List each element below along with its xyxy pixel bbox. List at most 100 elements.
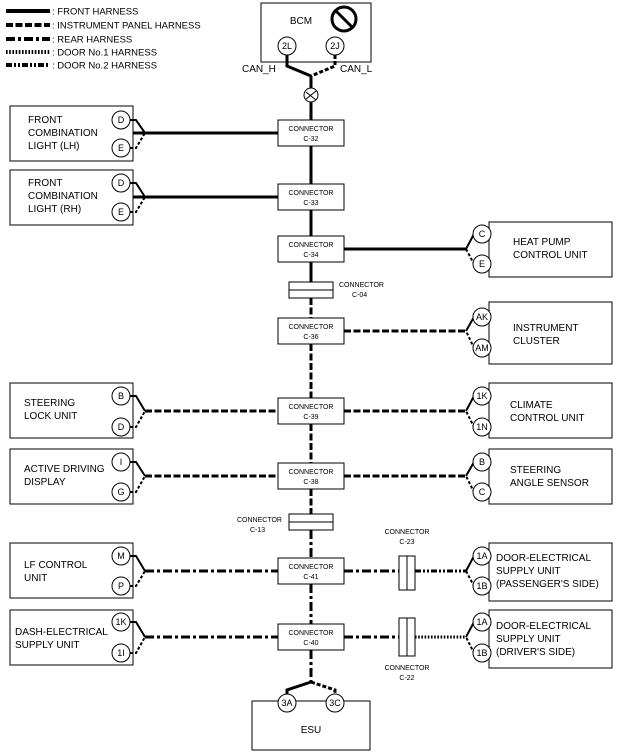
c34-word: CONNECTOR bbox=[289, 242, 334, 249]
no-entry-icon bbox=[330, 5, 358, 33]
legend-front-label: : FRONT HARNESS bbox=[52, 7, 138, 18]
flh-label-1: FRONT bbox=[28, 115, 62, 126]
dash-electrical-supply-unit-box bbox=[9, 609, 134, 666]
connector-c39 bbox=[277, 397, 345, 425]
connector-c32 bbox=[277, 119, 345, 147]
c13-word: CONNECTOR bbox=[237, 517, 282, 524]
steering-lock-unit-box bbox=[9, 382, 134, 439]
ic-pin-1: AK bbox=[476, 312, 488, 322]
flh-label-3: LIGHT (LH) bbox=[28, 141, 80, 152]
lfc-label-1: LF CONTROL bbox=[24, 560, 88, 571]
flh-pin-2: E bbox=[118, 143, 124, 153]
frh-pin-2: E bbox=[118, 207, 124, 217]
add-label-2: DISPLAY bbox=[24, 477, 66, 488]
sas-label-2: ANGLE SENSOR bbox=[510, 478, 589, 489]
c41-word: CONNECTOR bbox=[289, 564, 334, 571]
c22-id: C-22 bbox=[399, 675, 414, 682]
dsu-pin-1: 1K bbox=[115, 617, 126, 627]
door-electrical-supply-unit-driver-box bbox=[488, 609, 613, 669]
c38-id: C-38 bbox=[303, 479, 318, 486]
esu-box bbox=[251, 700, 371, 751]
dd-label-3: (DRIVER'S SIDE) bbox=[496, 647, 575, 658]
ccu-pin-1: 1K bbox=[476, 391, 487, 401]
add-pin-2: G bbox=[117, 487, 124, 497]
lfc-pin-2: P bbox=[118, 581, 124, 591]
lf-control-unit-box bbox=[9, 542, 134, 599]
hpc-pin-1: C bbox=[479, 229, 486, 239]
add-pin-1: I bbox=[120, 457, 123, 467]
sas-pin-1: B bbox=[479, 457, 485, 467]
bcm-canl-wire bbox=[310, 55, 337, 78]
bcm-pin-2l-label: 2L bbox=[282, 41, 292, 51]
dd-pin-1: 1A bbox=[476, 617, 487, 627]
c34-id: C-34 bbox=[303, 252, 318, 259]
can-l-label: CAN_L bbox=[340, 64, 373, 75]
sas-pin-2: C bbox=[479, 487, 486, 497]
dsu-label-1: DASH-ELECTRICAL bbox=[15, 627, 108, 638]
c41-id: C-41 bbox=[303, 574, 318, 581]
ccu-label-1: CLIMATE bbox=[510, 400, 553, 411]
ic-pin-2: AM bbox=[475, 343, 489, 353]
c39-word: CONNECTOR bbox=[289, 404, 334, 411]
c40-id: C-40 bbox=[303, 640, 318, 647]
c40-word: CONNECTOR bbox=[289, 630, 334, 637]
hpc-label-1: HEAT PUMP bbox=[513, 237, 571, 248]
twisted-pair-icon bbox=[303, 76, 319, 103]
c33-word: CONNECTOR bbox=[289, 190, 334, 197]
legend-instrument-label: : INSTRUMENT PANEL HARNESS bbox=[52, 21, 201, 32]
add-label-1: ACTIVE DRIVING bbox=[24, 464, 105, 475]
ic-label-1: INSTRUMENT bbox=[513, 323, 579, 334]
frh-label-3: LIGHT (RH) bbox=[28, 204, 81, 215]
ccu-pin-2: 1N bbox=[476, 422, 488, 432]
ic-label-2: CLUSTER bbox=[513, 336, 560, 347]
active-driving-display-box bbox=[9, 448, 134, 505]
c13-id: C-13 bbox=[250, 527, 265, 534]
lfc-pin-1: M bbox=[117, 551, 125, 561]
connector-c33 bbox=[277, 183, 345, 211]
dp-pin-2: 1B bbox=[476, 581, 487, 591]
hpc-pin-2: E bbox=[479, 259, 485, 269]
c36-word: CONNECTOR bbox=[289, 324, 334, 331]
slu-label-2: LOCK UNIT bbox=[24, 411, 77, 422]
steering-angle-sensor-box bbox=[488, 448, 613, 505]
c04-word: CONNECTOR bbox=[339, 282, 384, 289]
door-electrical-supply-unit-passenger-box bbox=[488, 542, 613, 602]
frh-pin-1: D bbox=[118, 178, 125, 188]
frh-label-1: FRONT bbox=[28, 178, 62, 189]
connector-c34 bbox=[277, 235, 345, 263]
frh-label-2: COMBINATION bbox=[28, 191, 98, 202]
c36-id: C-36 bbox=[303, 334, 318, 341]
flh-pin-1: D bbox=[118, 115, 125, 125]
sas-label-1: STEERING bbox=[510, 465, 561, 476]
ccu-label-2: CONTROL UNIT bbox=[510, 413, 585, 424]
legend-door1-label: : DOOR No.1 HARNESS bbox=[52, 48, 157, 59]
bcm-label: BCM bbox=[290, 16, 312, 27]
lfc-label-2: UNIT bbox=[24, 573, 47, 584]
heat-pump-control-unit-box bbox=[488, 221, 613, 278]
dp-label-3: (PASSENGER'S SIDE) bbox=[496, 579, 599, 590]
esu-pin-3c: 3C bbox=[329, 698, 341, 708]
legend-rear-label: : REAR HARNESS bbox=[52, 35, 132, 46]
slu-pin-1: B bbox=[118, 391, 124, 401]
c04-id: C-04 bbox=[352, 292, 367, 299]
instrument-cluster-box bbox=[488, 301, 613, 365]
c32-word: CONNECTOR bbox=[289, 126, 334, 133]
c39-id: C-39 bbox=[303, 414, 318, 421]
dd-pin-2: 1B bbox=[476, 648, 487, 658]
dsu-pin-2: 1I bbox=[117, 648, 125, 658]
bcm-box bbox=[260, 2, 372, 63]
legend-door2-label: : DOOR No.2 HARNESS bbox=[52, 61, 157, 72]
climate-control-unit-box bbox=[488, 382, 613, 439]
c22-word: CONNECTOR bbox=[385, 665, 430, 672]
c23-id: C-23 bbox=[399, 539, 414, 546]
hpc-label-2: CONTROL UNIT bbox=[513, 250, 588, 261]
legend bbox=[6, 9, 50, 67]
bcm-pin-2j-label: 2J bbox=[330, 41, 340, 51]
connector-c38 bbox=[277, 462, 345, 490]
esu-label: ESU bbox=[301, 725, 322, 736]
c32-id: C-32 bbox=[303, 136, 318, 143]
esu-pin-3a: 3A bbox=[281, 698, 292, 708]
flh-label-2: COMBINATION bbox=[28, 128, 98, 139]
